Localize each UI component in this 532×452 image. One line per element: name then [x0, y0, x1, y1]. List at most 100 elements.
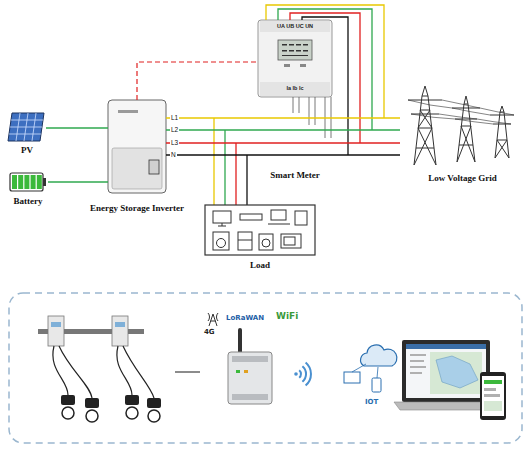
inverter-housing — [149, 160, 159, 174]
load-box — [213, 210, 307, 250]
power-line — [166, 154, 400, 156]
terminal-labels: Ia Ib Ic — [258, 85, 332, 91]
cloud-icon — [352, 364, 378, 378]
load-wires — [214, 118, 247, 205]
grid-towers — [408, 86, 442, 165]
load-node: Load — [205, 205, 315, 255]
pv-panel — [9, 113, 43, 141]
phone-icon — [484, 388, 496, 391]
battery-icon — [24, 175, 29, 189]
iot-panel — [9, 293, 522, 443]
smart-meter: UA UB UC UNIa Ib IcSmart Meter — [258, 20, 332, 97]
smart-meter-device — [284, 64, 290, 67]
wireless-waves — [294, 372, 298, 376]
din-meters — [148, 410, 160, 422]
phone-icon — [480, 372, 506, 420]
grid-towers — [408, 100, 514, 124]
laptop-screen — [410, 354, 426, 374]
load-box — [284, 237, 295, 245]
logo-label: IOT — [365, 399, 378, 407]
load-wires — [213, 118, 214, 205]
din-meters — [85, 398, 99, 408]
pv-node: PV — [8, 110, 46, 142]
cloud-icon — [372, 378, 381, 392]
inverter-housing — [108, 100, 166, 193]
laptop-screen — [410, 360, 424, 362]
smart-meter-device — [303, 44, 308, 46]
din-meters — [117, 346, 132, 395]
smart-meter-device — [282, 50, 287, 52]
din-meters — [125, 395, 139, 405]
din-meters — [51, 322, 61, 327]
gateway-device — [228, 352, 272, 404]
logo-label: 4G — [204, 329, 215, 337]
node-label: Energy Storage Inverter — [90, 203, 184, 213]
laptop-screen — [406, 344, 486, 349]
pv-panel — [8, 113, 44, 141]
din-meters — [86, 410, 98, 422]
wireless-waves — [306, 363, 311, 386]
grid-towers — [408, 86, 514, 165]
pv-panel — [8, 113, 44, 141]
smart-meter-device — [282, 44, 308, 56]
battery-icon — [10, 173, 43, 191]
smart-meter-device — [289, 44, 294, 46]
grid-towers — [452, 96, 480, 162]
smart-meter-device — [289, 50, 294, 52]
link-line — [175, 371, 200, 373]
smart-meter-device — [282, 44, 287, 46]
load-box — [205, 205, 315, 255]
load-box — [262, 239, 270, 247]
phone-icon — [480, 372, 506, 420]
logo-label: LoRaWAN — [226, 315, 264, 323]
node-label: Smart Meter — [270, 170, 320, 180]
cloud-icon — [344, 372, 360, 383]
grid-node: Low Voltage Grid — [400, 80, 525, 168]
inverter-housing — [112, 148, 162, 189]
din-meters — [62, 407, 160, 422]
pv-panel — [16, 113, 20, 141]
cell-tower-icon — [208, 313, 218, 321]
load-box — [281, 234, 301, 248]
gateway-device — [228, 328, 272, 404]
gateway-device — [236, 370, 240, 373]
laptop-screen — [410, 366, 426, 368]
battery-icon — [12, 175, 42, 189]
phone-icon — [482, 376, 504, 416]
load-box — [240, 214, 262, 220]
load-box — [213, 232, 229, 250]
laptop-screen — [402, 340, 490, 402]
load-box — [217, 239, 226, 248]
node-label: Low Voltage Grid — [428, 173, 497, 183]
wireless-waves — [299, 370, 301, 378]
load-box — [259, 234, 273, 250]
gateway-device — [232, 356, 268, 362]
din-meters — [147, 398, 161, 408]
phase-label: L3 — [170, 139, 179, 147]
din-meters — [38, 316, 161, 422]
load-box — [271, 210, 286, 220]
din-meters — [62, 407, 74, 419]
phase-label: L1 — [170, 114, 179, 122]
load-box — [295, 211, 307, 225]
power-line — [166, 129, 400, 131]
smart-meter-device — [278, 40, 312, 60]
din-meters — [123, 346, 154, 398]
inverter-housing — [108, 100, 166, 193]
load-wires — [246, 155, 247, 205]
power-line — [48, 181, 108, 183]
battery-icon — [12, 175, 17, 189]
din-meters — [53, 346, 68, 395]
battery-icon — [43, 178, 46, 186]
laptop-screen — [406, 344, 486, 398]
phone-icon — [484, 394, 500, 397]
node-label: Load — [250, 260, 270, 270]
power-line — [166, 117, 400, 119]
phone-icon — [484, 380, 502, 384]
laptop-screen — [430, 352, 482, 394]
wireless-waves — [302, 366, 306, 381]
inverter-housing — [118, 110, 138, 113]
load-box — [268, 224, 290, 225]
phase-label: N — [170, 151, 177, 159]
